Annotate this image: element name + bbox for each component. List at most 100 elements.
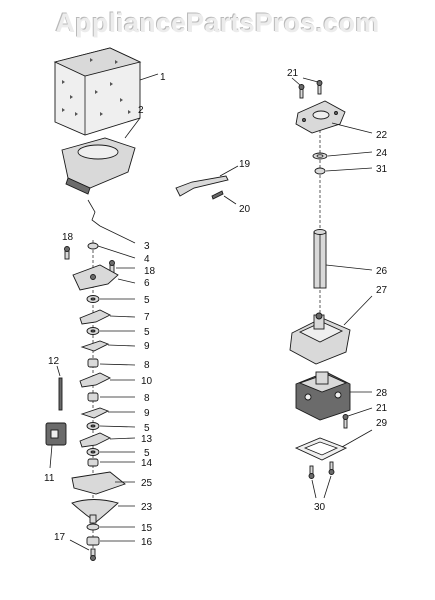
part-5-spacer-c[interactable] [86,422,100,430]
leader-4 [97,245,136,259]
part-21-screw-a[interactable] [298,84,305,99]
part-14-spacer[interactable] [87,458,99,467]
callout-7: 7 [144,312,150,323]
leader-6 [117,278,136,284]
callout-18-left: 18 [62,232,74,243]
part-16-nut[interactable] [86,536,100,546]
leader-22 [331,122,373,134]
part-2-funnel[interactable] [61,137,136,195]
part-28-motor[interactable] [295,371,351,421]
callout-24: 24 [376,148,388,159]
callout-30: 30 [314,502,326,513]
part-21-screw-b[interactable] [316,80,323,95]
callout-19: 19 [239,159,251,170]
part-15-washer[interactable] [86,523,100,531]
callout-15: 15 [141,523,153,534]
part-23-drive-cup[interactable] [71,499,119,524]
part-20-clip[interactable] [211,190,224,200]
callout-14: 14 [141,458,153,469]
part-5-spacer-a[interactable] [86,295,100,303]
part-8-spacer-a[interactable] [87,358,99,368]
callout-21-bottom: 21 [376,403,388,414]
part-30-screw-b[interactable] [328,461,335,475]
leader-5-c [99,425,136,428]
leader-19 [219,165,239,177]
part-9-blade-a[interactable] [80,340,110,352]
leader-24 [327,151,373,157]
part-11-switch[interactable] [45,422,67,446]
callout-5-c: 5 [144,423,150,434]
callout-9-a: 9 [144,341,150,352]
callout-11: 11 [44,473,55,484]
callout-9-b: 9 [144,408,150,419]
part-22-bracket[interactable] [295,100,346,134]
part-27-cover[interactable] [289,312,351,365]
leader-17 [69,539,90,551]
leader-30-b [323,475,332,499]
part-31-bushing[interactable] [314,167,326,175]
leader-20 [223,195,237,205]
part-25-plate[interactable] [71,471,126,495]
part-1-ice-container[interactable] [53,47,142,136]
leader-2 [124,117,141,139]
leader-29 [341,429,373,448]
callout-10: 10 [141,376,153,387]
part-18-screw-left[interactable] [64,246,70,260]
leader-21-a2 [302,77,319,83]
part-3-wire[interactable] [87,199,101,227]
callout-4: 4 [144,254,150,265]
part-26-shaft[interactable] [313,229,327,289]
part-13-blade[interactable] [79,432,112,448]
part-6-bracket[interactable] [72,264,119,291]
callout-5-a: 5 [144,295,150,306]
part-29-gasket[interactable] [294,437,348,461]
callout-18-right: 18 [144,266,156,277]
part-7-blade[interactable] [79,309,112,325]
part-18-screw-right[interactable] [109,260,115,274]
part-4-nut[interactable] [87,242,99,250]
part-10-blade[interactable] [79,372,112,388]
callout-26: 26 [376,266,388,277]
part-17-screw[interactable] [90,548,96,561]
leader-7 [109,315,136,318]
callout-17: 17 [54,532,66,543]
leader-1 [139,73,159,81]
callout-27: 27 [376,285,388,296]
leader-31 [325,167,373,172]
part-12-pin[interactable] [58,377,63,411]
callout-28: 28 [376,388,388,399]
callout-6: 6 [144,278,150,289]
callout-8-a: 8 [144,360,150,371]
callout-22: 22 [376,130,388,141]
callout-8-b: 8 [144,393,150,404]
part-9-blade-b[interactable] [80,407,110,419]
leader-21-b [347,407,373,417]
watermark-text: AppliancePartsPros.com [55,8,380,38]
callout-23: 23 [141,502,153,513]
leader-13 [109,437,136,440]
part-19-rod[interactable] [175,175,229,197]
leader-27 [343,295,373,326]
leader-12 [56,365,61,377]
callout-1: 1 [160,72,166,83]
callout-12: 12 [48,356,60,367]
part-30-screw-a[interactable] [308,465,315,479]
callout-21-top: 21 [287,68,299,79]
leader-21-a1 [291,77,301,86]
leader-3 [99,225,136,244]
callout-13: 13 [141,434,153,445]
part-8-spacer-b[interactable] [87,392,99,402]
part-5-spacer-d[interactable] [86,448,100,456]
leader-11 [49,444,53,469]
callout-3: 3 [144,241,150,252]
part-24-washer[interactable] [312,152,328,160]
leader-30-a [311,479,317,499]
callout-29: 29 [376,418,388,429]
callout-16: 16 [141,537,153,548]
leader-26 [325,264,373,271]
part-5-spacer-b[interactable] [86,327,100,335]
part-21-screw-c[interactable] [342,414,349,429]
callout-5-b: 5 [144,327,150,338]
